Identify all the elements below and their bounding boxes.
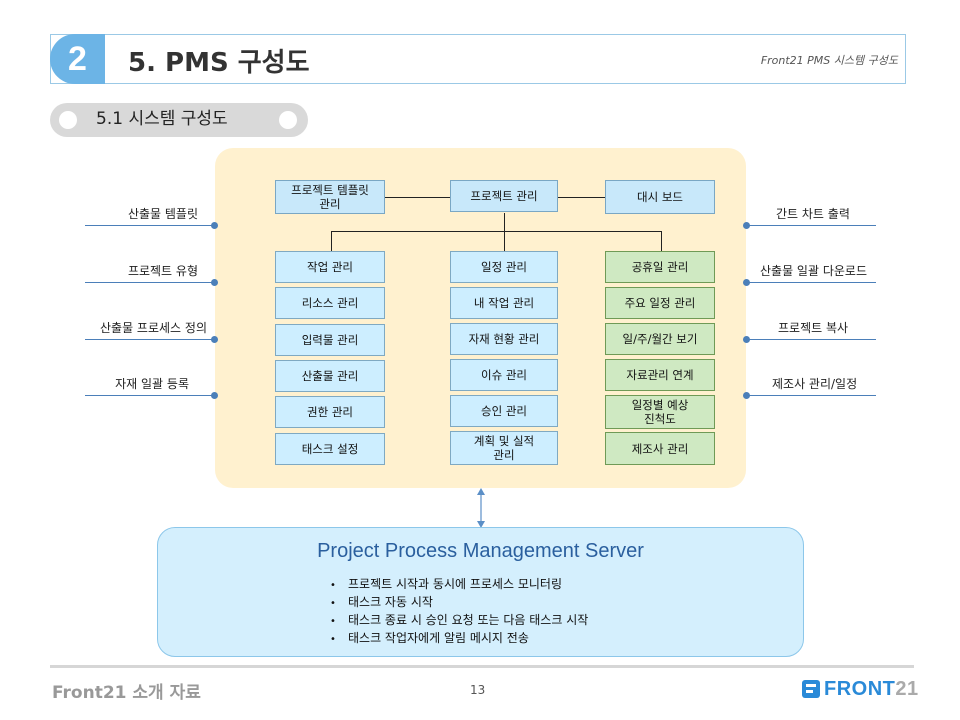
footer-divider	[50, 665, 914, 668]
section-pill	[50, 103, 308, 137]
page-title: 5. PMS 구성도	[128, 48, 310, 78]
section-title: 5.1 시스템 구성도	[96, 109, 228, 129]
right-feature-line	[746, 339, 876, 340]
connector-line	[558, 197, 605, 198]
chapter-number-badge: 2	[50, 34, 105, 84]
connector-dot-icon	[743, 392, 750, 399]
module-box: 제조사 관리	[605, 432, 715, 465]
pill-right-dot-icon	[279, 111, 297, 129]
connector-dot-icon	[743, 279, 750, 286]
connector-line	[385, 197, 450, 198]
list-item-text: 프로젝트 시작과 동시에 프로세스 모니터링	[348, 577, 562, 591]
list-item: 태스크 종료 시 승인 요청 또는 다음 태스크 시작	[330, 612, 588, 630]
right-feature-label: 간트 차트 출력	[776, 207, 850, 221]
right-feature-line	[746, 282, 876, 283]
right-feature-label: 프로젝트 복사	[778, 321, 849, 335]
connector-dot-icon	[211, 336, 218, 343]
connector-dot-icon	[211, 392, 218, 399]
server-feature-list: 프로젝트 시작과 동시에 프로세스 모니터링 태스크 자동 시작 태스크 종료 …	[330, 576, 588, 648]
dashboard-box: 대시 보드	[605, 180, 715, 214]
module-box: 계획 및 실적 관리	[450, 431, 558, 465]
list-item-text: 태스크 자동 시작	[348, 595, 433, 609]
server-title: Project Process Management Server	[317, 540, 644, 562]
front21-logo: FRONT21	[802, 678, 919, 700]
connector-line	[661, 231, 662, 251]
left-feature-line	[85, 339, 215, 340]
right-feature-label: 제조사 관리/일정	[772, 377, 858, 391]
module-box: 자료관리 연계	[605, 359, 715, 391]
connector-line	[331, 231, 662, 232]
bidirectional-arrow-icon	[477, 488, 485, 528]
module-box: 이슈 관리	[450, 359, 558, 391]
list-item-text: 태스크 작업자에게 알림 메시지 전송	[348, 631, 529, 645]
list-item-text: 태스크 종료 시 승인 요청 또는 다음 태스크 시작	[348, 613, 589, 627]
page-subtitle: Front21 PMS 시스템 구성도	[760, 54, 898, 67]
module-box: 작업 관리	[275, 251, 385, 283]
module-box: 산출물 관리	[275, 360, 385, 392]
footer-title: Front21 소개 자료	[52, 683, 201, 703]
module-box: 승인 관리	[450, 395, 558, 427]
module-box: 주요 일정 관리	[605, 287, 715, 319]
project-template-box: 프로젝트 템플릿 관리	[275, 180, 385, 214]
left-feature-label: 산출물 템플릿	[127, 207, 198, 221]
left-feature-label: 프로젝트 유형	[127, 264, 198, 278]
connector-line	[331, 231, 332, 251]
pill-left-dot-icon	[59, 111, 77, 129]
left-feature-line	[85, 282, 215, 283]
logo-suffix: 21	[895, 677, 919, 700]
logo-main: FRONT	[824, 677, 896, 700]
list-item: 태스크 작업자에게 알림 메시지 전송	[330, 630, 588, 648]
module-box: 일/주/월간 보기	[605, 323, 715, 355]
connector-line	[504, 231, 505, 251]
connector-dot-icon	[211, 279, 218, 286]
connector-dot-icon	[743, 222, 750, 229]
project-management-box: 프로젝트 관리	[450, 180, 558, 212]
connector-dot-icon	[743, 336, 750, 343]
module-box: 입력물 관리	[275, 324, 385, 356]
module-box: 일정별 예상 진척도	[605, 395, 715, 429]
logo-text: FRONT21	[824, 678, 919, 701]
connector-line	[504, 213, 505, 231]
module-box: 리소스 관리	[275, 287, 385, 319]
right-feature-line	[746, 395, 876, 396]
connector-dot-icon	[211, 222, 218, 229]
header-bar	[50, 34, 906, 84]
module-box: 자재 현황 관리	[450, 323, 558, 355]
left-feature-line	[85, 395, 215, 396]
list-item: 프로젝트 시작과 동시에 프로세스 모니터링	[330, 576, 588, 594]
left-feature-line	[85, 225, 215, 226]
left-feature-label: 자재 일괄 등록	[115, 377, 189, 391]
module-box: 태스크 설정	[275, 433, 385, 465]
page-number: 13	[470, 683, 486, 697]
module-box: 내 작업 관리	[450, 287, 558, 319]
module-box: 공휴일 관리	[605, 251, 715, 283]
module-box: 일정 관리	[450, 251, 558, 283]
left-feature-label: 산출물 프로세스 정의	[100, 321, 207, 335]
right-feature-line	[746, 225, 876, 226]
module-box: 권한 관리	[275, 396, 385, 428]
front21-logo-icon	[802, 680, 820, 698]
list-item: 태스크 자동 시작	[330, 594, 588, 612]
right-feature-label: 산출물 일괄 다운로드	[760, 264, 867, 278]
